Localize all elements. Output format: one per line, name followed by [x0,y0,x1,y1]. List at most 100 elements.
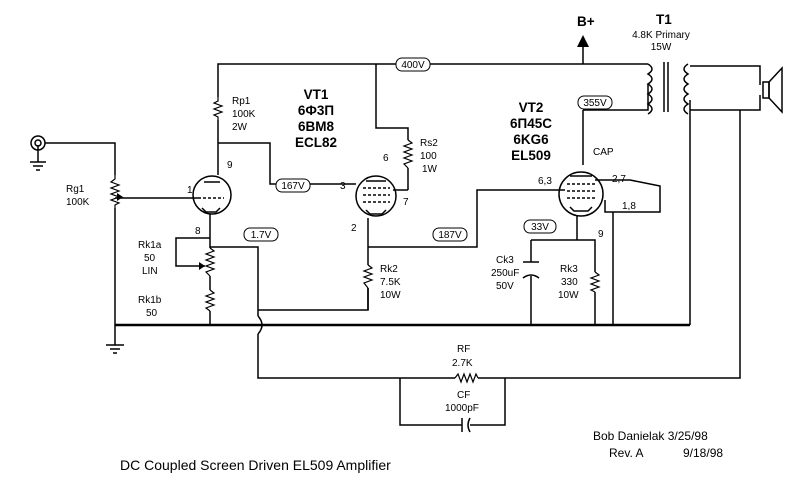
svg-text:50: 50 [144,253,156,264]
svg-text:400V: 400V [401,60,425,71]
resistor-rp1 [212,97,224,120]
svg-text:Rs2: Rs2 [420,138,438,149]
svg-text:100K: 100K [66,197,90,208]
rg1-label: Rg1 100K [66,184,90,208]
svg-text:T1: T1 [656,12,672,27]
rk1a-label: Rk1a 50 LIN [138,240,162,277]
svg-text:9: 9 [227,160,233,171]
svg-text:1,8: 1,8 [622,201,636,212]
voltage-tag-vt2-grid: 187V [432,227,468,242]
svg-text:9: 9 [598,229,604,240]
b-plus-label: B+ [577,14,595,29]
potentiometer-rg1 [109,175,123,208]
svg-text:250uF: 250uF [491,268,519,279]
svg-text:1000pF: 1000pF [445,403,479,414]
svg-text:1W: 1W [422,164,438,175]
svg-text:8: 8 [195,226,201,237]
voltage-tag-vt2-cathode: 33V [523,219,557,234]
svg-text:15W: 15W [651,42,672,53]
voltage-tag-vt1-cathode: 1.7V [243,227,279,242]
transformer-label: T1 4.8K Primary 15W [632,12,690,53]
svg-text:4.8K Primary: 4.8K Primary [632,30,690,41]
capacitor-cf [461,417,471,433]
rk2-label: Rk2 7.5K 10W [380,264,401,301]
rf-label: RF 2.7K [452,344,473,369]
svg-text:10W: 10W [558,290,579,301]
svg-text:2,7: 2,7 [612,174,626,185]
svg-text:10W: 10W [380,290,401,301]
rk1b-label: Rk1b 50 [138,295,162,319]
svg-text:6: 6 [383,153,389,164]
tube-vt1-pentode [355,175,397,217]
svg-text:1.7V: 1.7V [251,230,272,241]
svg-text:VT1: VT1 [304,87,329,102]
svg-text:6BM8: 6BM8 [298,119,335,134]
pin-numbers: 9 1 8 3 6 7 2 6,3 2,7 1,8 9 [187,153,636,240]
svg-text:EL509: EL509 [511,148,551,163]
svg-text:33V: 33V [531,222,549,233]
wiring [37,35,761,426]
svg-text:CF: CF [457,390,470,401]
voltage-tag-b-plus: 400V [395,57,431,72]
svg-text:Ck3: Ck3 [496,255,514,266]
transformer-t1 [646,62,690,115]
svg-text:6П45С: 6П45С [510,116,552,131]
rp1-label: Rp1 100K 2W [232,96,256,133]
svg-text:LIN: LIN [142,266,158,277]
tube-vt1-triode [192,175,232,215]
svg-text:Rk1a: Rk1a [138,240,162,251]
svg-text:Bob Danielak 3/25/98: Bob Danielak 3/25/98 [593,429,708,443]
rs2-label: Rs2 100 1W [420,138,438,175]
svg-text:7.5K: 7.5K [380,277,401,288]
cap-label: CAP [593,147,614,158]
rk3-label: Rk3 330 10W [558,264,579,301]
potentiometer-rk1a [199,247,216,277]
resistor-rs2 [402,139,414,169]
svg-text:100K: 100K [232,109,256,120]
svg-text:187V: 187V [438,230,462,241]
tube-vt2-label: VT2 6П45С 6KG6 EL509 CAP [510,100,614,163]
voltage-tag-vt1-plate: 167V [275,178,311,193]
tube-vt2-pentode [558,171,604,217]
svg-text:6Ф3П: 6Ф3П [298,103,334,118]
resistor-rk2 [362,264,374,289]
svg-text:9/18/98: 9/18/98 [683,446,723,460]
resistor-rk1b [204,289,216,312]
svg-text:1: 1 [187,185,193,196]
svg-text:Rg1: Rg1 [66,184,85,195]
svg-text:3: 3 [340,181,346,192]
svg-text:7: 7 [403,197,409,208]
svg-text:330: 330 [561,277,578,288]
resistor-rk3 [589,271,601,293]
schematic-title: DC Coupled Screen Driven EL509 Amplifier [120,457,391,473]
input-jack [30,135,46,171]
svg-text:167V: 167V [281,181,305,192]
svg-text:6KG6: 6KG6 [513,132,549,147]
svg-text:RF: RF [457,344,470,355]
svg-text:2.7K: 2.7K [452,358,473,369]
svg-text:50V: 50V [496,281,514,292]
svg-text:Rk1b: Rk1b [138,295,162,306]
svg-text:Rp1: Rp1 [232,96,251,107]
tube-vt1-label: VT1 6Ф3П 6BM8 ECL82 [295,87,337,150]
svg-text:2W: 2W [232,122,248,133]
credits: Bob Danielak 3/25/98 Rev. A 9/18/98 [593,429,723,460]
svg-text:50: 50 [146,308,158,319]
b-plus-arrow [577,35,589,47]
voltage-tag-vt2-plate: 355V [577,95,613,110]
svg-text:6,3: 6,3 [538,176,552,187]
ground-symbol [106,344,124,354]
svg-text:Rev. A: Rev. A [609,446,643,460]
b-plus-bus [217,63,648,97]
svg-text:Rk3: Rk3 [560,264,578,275]
ck3-label: Ck3 250uF 50V [491,255,519,292]
svg-text:Rk2: Rk2 [380,264,398,275]
svg-text:100: 100 [420,151,437,162]
svg-text:355V: 355V [583,98,607,109]
svg-text:ECL82: ECL82 [295,135,337,150]
cf-label: CF 1000pF [445,390,479,414]
resistor-rf [454,372,479,384]
capacitor-ck3 [522,261,540,279]
svg-text:2: 2 [351,223,357,234]
